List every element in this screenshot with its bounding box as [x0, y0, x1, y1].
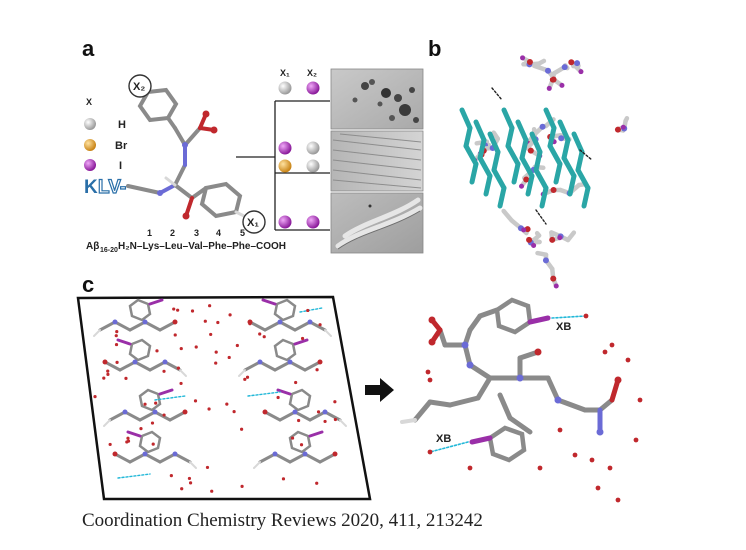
residue-number-1: 1 [147, 228, 152, 238]
legend-i-label: I [119, 160, 122, 172]
legend-x-header: X [86, 97, 92, 107]
legend-br-swatch [84, 139, 96, 151]
sequence-subscript: 16-20 [100, 247, 118, 254]
arrow-icon [365, 378, 394, 402]
legend-h-swatch [84, 118, 96, 130]
grid-header-x1: X₁ [280, 68, 290, 78]
tem-image-3 [330, 192, 424, 254]
xb-label-top: XB [556, 321, 571, 333]
dipeptide-atoms [157, 110, 218, 220]
residue-number-3: 3 [194, 228, 199, 238]
legend-br-label: Br [115, 140, 128, 152]
sequence-prefix: Aβ [86, 241, 99, 252]
sequence-text: H₂N–Lys–Leu–Val–Phe–Phe–COOH [118, 241, 286, 252]
tem-image-2 [330, 130, 424, 192]
x1-marker: X₁ [242, 210, 266, 234]
grid-x2-circle [306, 159, 320, 173]
residue-number-2: 2 [170, 228, 175, 238]
water-molecules [425, 313, 643, 503]
grid-x2-circle [306, 81, 320, 95]
grid-x1-circle [278, 81, 292, 95]
x2-marker-label: X₂ [133, 81, 145, 93]
zoomed-dipeptide [400, 297, 622, 463]
legend-i-swatch [84, 159, 96, 171]
xb-label-bottom: XB [436, 433, 451, 445]
panel-b-letter: b [428, 36, 441, 61]
unit-cell [76, 295, 372, 501]
crystal-packing [93, 298, 347, 493]
x1-marker-label: X₁ [247, 217, 259, 229]
klv-label-rest: LV- [98, 177, 126, 198]
grid-x2-circle [306, 141, 320, 155]
residue-number-5: 5 [240, 228, 245, 238]
panel-a-letter: a [82, 36, 95, 61]
grid-x1-circle [278, 159, 292, 173]
grid-x2-circle [306, 215, 320, 229]
tem-image-1 [330, 68, 424, 130]
residue-numbers: 1 2 3 4 5 [147, 228, 245, 238]
connector-lines [236, 100, 330, 231]
legend-h: H [84, 118, 126, 131]
grid-x1-circle [278, 141, 292, 155]
x2-marker: X₂ [128, 74, 152, 98]
legend-h-label: H [118, 119, 126, 131]
dipeptide-model [126, 78, 250, 220]
substitution-grid [278, 81, 320, 229]
legend-br: Br [84, 139, 128, 152]
panel-c-letter: c [82, 272, 94, 297]
grid-header-x2: X₂ [307, 68, 317, 78]
grid-x1-circle [278, 215, 292, 229]
residue-number-4: 4 [216, 228, 221, 238]
sequence-label: Aβ 16-20 H₂N–Lys–Leu–Val–Phe–Phe–COOH [86, 241, 286, 254]
citation: Coordination Chemistry Reviews 2020, 411… [82, 510, 483, 531]
klv-label-k: K [84, 177, 98, 198]
fibril-packing-model [459, 55, 630, 289]
legend-i: I [84, 159, 122, 172]
